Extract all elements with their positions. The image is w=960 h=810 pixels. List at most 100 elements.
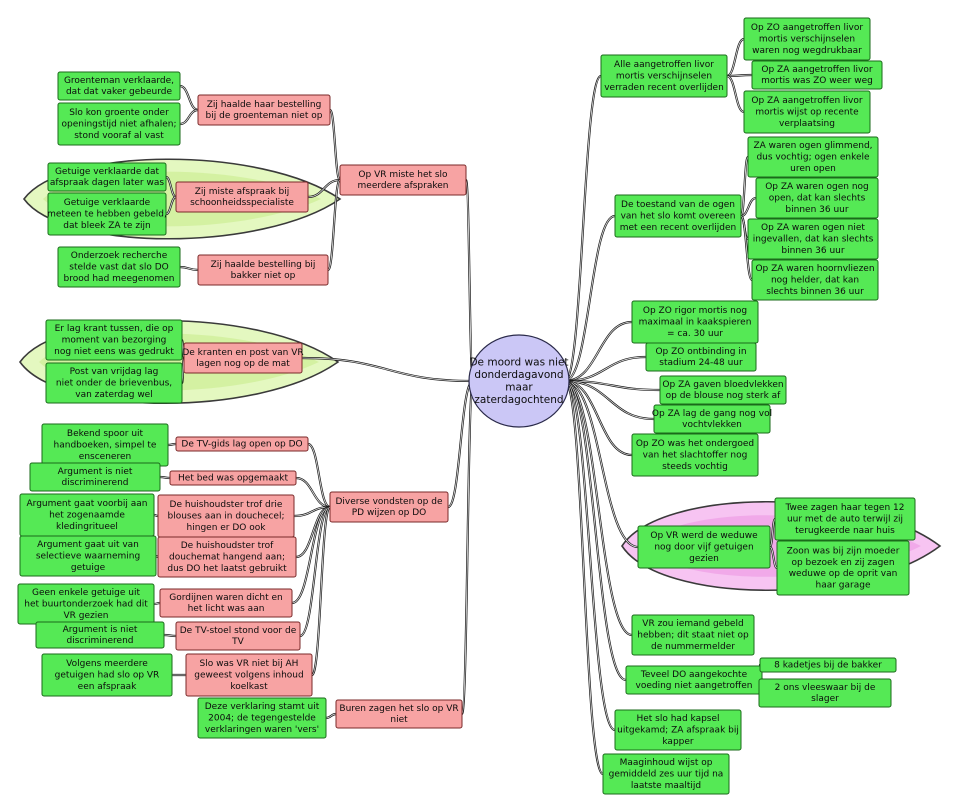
node-kadetjes[interactable]: 8 kadetjes bij de bakker bbox=[759, 657, 897, 673]
node-post_vrijdag[interactable]: Post van vrijdag lag niet onder de brieve… bbox=[45, 362, 183, 404]
node-label-line: Op ZA waren hoornvliezen bbox=[755, 264, 874, 274]
node-label-line: discriminerend bbox=[66, 636, 133, 646]
node-label-line: Slo was VR niet bij AH bbox=[200, 659, 299, 669]
node-box-bloed bbox=[659, 375, 787, 405]
connector-highlight-ogen-ogen4 bbox=[740, 215, 753, 281]
node-box-gang bbox=[653, 404, 771, 434]
node-label-line: moment van bezorging bbox=[62, 336, 167, 346]
node-box-vleeswaar bbox=[758, 678, 892, 708]
node-label-line: kledingritueel bbox=[56, 522, 118, 532]
connector-highlight-groente_best-groente_kon bbox=[179, 109, 199, 125]
node-box-verklaring bbox=[197, 697, 327, 739]
node-label-line: blouses aan in douchecel; bbox=[168, 512, 285, 522]
node-label-line: stadium 24-48 uur bbox=[659, 358, 743, 368]
node-label-line: niet onder de brievenbus, bbox=[56, 379, 172, 389]
connector-highlight-diverse-tvgids bbox=[307, 443, 331, 508]
node-label-line: haar garage bbox=[816, 580, 871, 590]
node-label-line: Er lag krant tussen, die op bbox=[55, 324, 174, 334]
connector-highlight-weduwe-zoon bbox=[769, 546, 778, 569]
connector-highlight-vr_slo-groente_best bbox=[329, 109, 341, 181]
node-ogen1[interactable]: ZA waren ogen glimmend,dus vochtig; ogen… bbox=[747, 136, 879, 178]
node-label-line: Gordijnen waren dicht en bbox=[169, 593, 283, 603]
central-topic[interactable]: De moord was nietdonderdagavondmaarzater… bbox=[468, 334, 570, 428]
node-label-line: 2004; de tegengestelde bbox=[208, 714, 316, 724]
node-label-line: Post van vrijdag lag bbox=[70, 367, 159, 377]
connector-highlight-root-ondergoed bbox=[564, 380, 633, 456]
node-label-line: De huishoudster trof bbox=[181, 541, 274, 551]
node-label-line: steeds vochtig bbox=[662, 462, 728, 472]
node-label-line: Op VR werd de weduwe bbox=[650, 531, 758, 541]
node-box-ogen1 bbox=[747, 136, 879, 178]
node-label-line: Slo kon groente onder bbox=[69, 108, 169, 118]
node-label-line: Op ZO rigor mortis nog bbox=[643, 306, 747, 316]
node-label-line: bakker niet op bbox=[231, 271, 296, 281]
node-schoon[interactable]: Zij miste afspraak bijschoonheidsspecial… bbox=[175, 181, 309, 213]
node-label-line: Argument gaat voorbij aan bbox=[27, 499, 148, 509]
node-box-twee bbox=[774, 497, 916, 541]
node-label-line: Op ZO ontbinding in bbox=[655, 347, 746, 357]
node-groente_verk[interactable]: Groenteman verklaarde,dat dat vaker gebe… bbox=[57, 71, 181, 101]
node-label-line: koelkast bbox=[230, 682, 268, 692]
node-label-line: De TV-gids lag open op DO bbox=[181, 440, 302, 450]
connector-highlight-root-kapsel bbox=[564, 380, 616, 731]
node-label-line: Zij haalde haar bestelling bbox=[207, 100, 322, 110]
node-label-line: hingen er DO ook bbox=[187, 523, 267, 533]
node-bed[interactable]: Het bed was opgemaakt bbox=[169, 470, 297, 486]
node-label-line: met een recent overlijden bbox=[620, 223, 736, 233]
node-label-line: de nummermelder bbox=[651, 642, 735, 652]
node-label-line: van het slo komt overeen bbox=[621, 212, 736, 222]
connector-highlight-ogen-ogen1 bbox=[740, 156, 749, 217]
node-tvgids[interactable]: De TV-gids lag open op DO bbox=[175, 436, 309, 452]
node-label-line: Op ZO aangetroffen livor bbox=[751, 23, 863, 33]
node-label-line: verraden recent overlijden bbox=[604, 83, 724, 93]
node-label-line: weduwe op de oprit van bbox=[789, 569, 898, 579]
node-krant_tussen[interactable]: Er lag krant tussen, die op moment van be… bbox=[45, 319, 183, 361]
node-label-line: dat dat vaker gebeurde bbox=[66, 87, 173, 97]
